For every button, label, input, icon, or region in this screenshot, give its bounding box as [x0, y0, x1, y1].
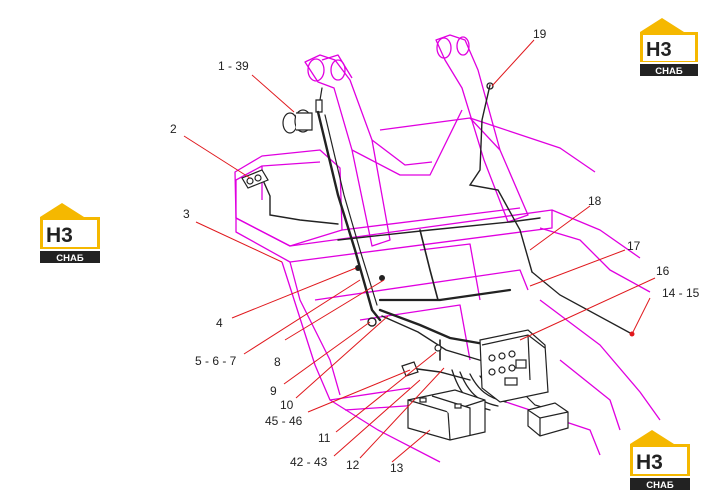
logo-wordmark: СНАБ [56, 253, 84, 264]
batteries-13 [407, 389, 486, 441]
label-9: 9 [270, 384, 277, 398]
label-11: 11 [318, 431, 331, 445]
callout-labels: 1 - 39 2 3 4 5 - 6 - 7 8 9 10 45 - 46 11… [170, 27, 700, 475]
leader-lines [183, 39, 656, 463]
label-18: 18 [588, 194, 602, 208]
label-16: 16 [656, 264, 670, 278]
label-42-43: 42 - 43 [290, 455, 328, 469]
label-3: 3 [183, 207, 190, 221]
logo-wordmark: СНАБ [655, 66, 683, 77]
logo-wordmark: СНАБ [646, 480, 674, 491]
work-lights-1-39 [282, 109, 313, 134]
logo-mark: H3 [646, 39, 672, 61]
label-19: 19 [533, 27, 547, 41]
logo-mark: H3 [46, 224, 73, 247]
logo-mark: H3 [636, 451, 663, 474]
label-1-39: 1 - 39 [218, 59, 249, 73]
logo-top-right: H3 СНАБ [640, 18, 698, 77]
label-10: 10 [280, 398, 294, 412]
label-5-6-7: 5 - 6 - 7 [195, 354, 237, 368]
label-17: 17 [627, 239, 641, 253]
control-box-16 [479, 329, 549, 403]
label-13: 13 [390, 461, 404, 475]
cab-lamp-2 [241, 169, 269, 189]
logo-left: H3 СНАБ [40, 203, 100, 264]
label-2: 2 [170, 122, 177, 136]
label-12: 12 [346, 458, 360, 472]
label-4: 4 [216, 316, 223, 330]
label-14-15: 14 - 15 [662, 286, 700, 300]
label-8: 8 [274, 355, 281, 369]
label-45-46: 45 - 46 [265, 414, 303, 428]
logo-bottom-right: H3 СНАБ [630, 430, 690, 491]
fuse-box [527, 402, 569, 437]
